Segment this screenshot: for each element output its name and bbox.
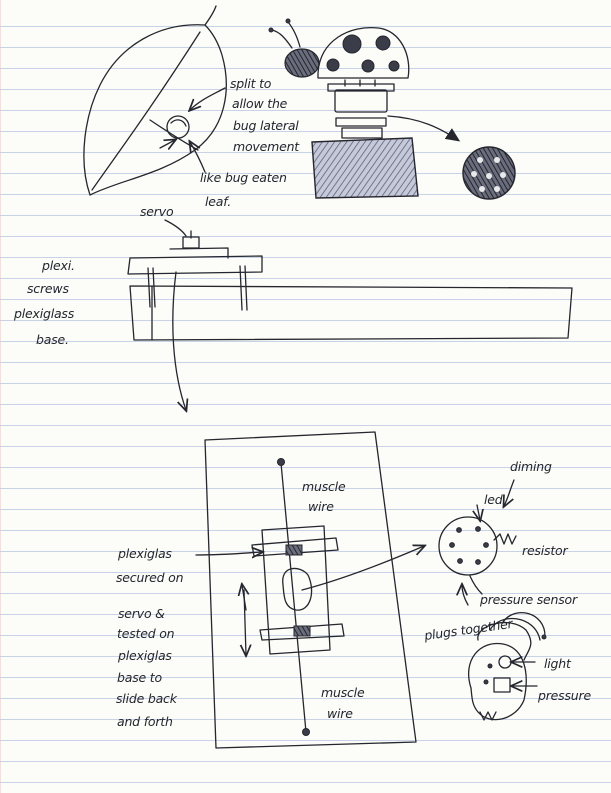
side-view-sketch xyxy=(127,219,573,410)
muscle-wire-bottom-label: muscle wire xyxy=(321,685,368,721)
muscle-wire-top-label: muscle wire xyxy=(302,479,349,514)
leaf-note-2: like bug eaten leaf. xyxy=(200,170,290,209)
dimming-label: diming xyxy=(510,459,552,474)
spot-disc xyxy=(387,115,516,200)
leaf-hole xyxy=(166,115,190,139)
light-label: light xyxy=(544,656,572,671)
plexi-label: plexi. xyxy=(41,258,75,273)
screws-label: screws xyxy=(27,281,69,296)
led-disc-sketch xyxy=(438,479,517,606)
resistor-label: resistor xyxy=(522,543,568,558)
leaf-sketch xyxy=(83,5,227,196)
bug-sensor-sketch xyxy=(468,612,547,721)
ladybug-sketch xyxy=(268,18,419,199)
top-view-sketch xyxy=(195,431,424,749)
pressure-sensor-label: pressure sensor xyxy=(479,592,578,607)
plexiglass-base-label: plexiglass base. xyxy=(13,306,78,347)
plexiglas-note: plexiglas secured on servo & tested on p… xyxy=(116,546,187,729)
leaf-note: split to allow the bug lateral movement xyxy=(230,76,302,154)
plugs-together-label: plugs together xyxy=(422,616,514,643)
led-label: led xyxy=(484,492,503,507)
pressure-label: pressure xyxy=(537,688,591,703)
servo-label: servo xyxy=(140,204,174,219)
